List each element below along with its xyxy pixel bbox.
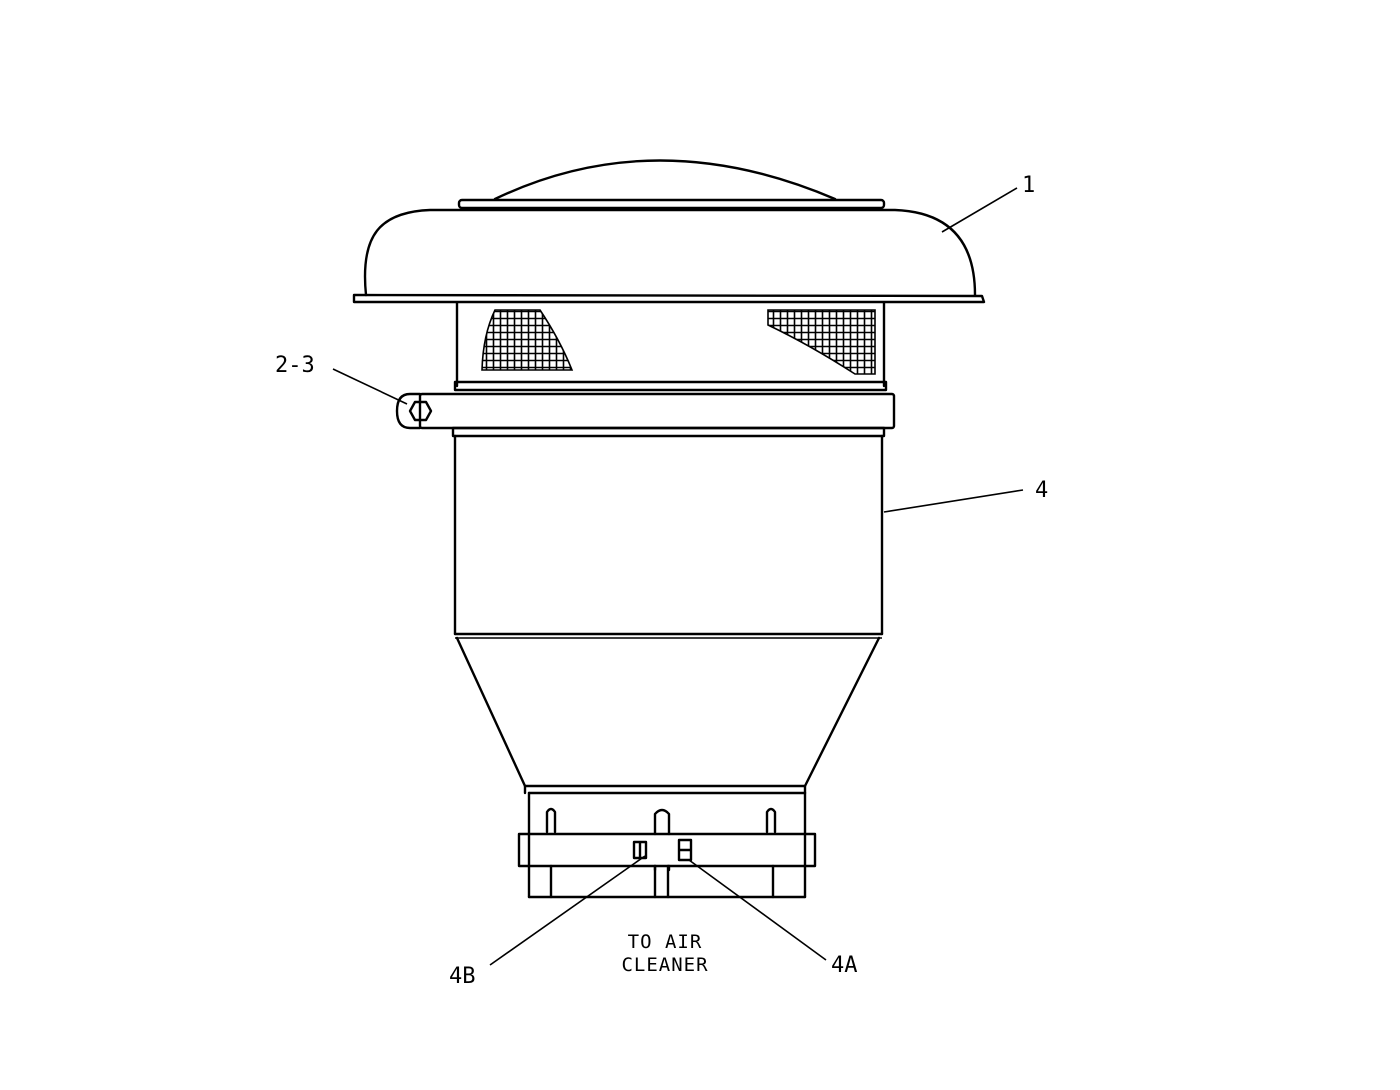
cap-lip: [352, 293, 986, 304]
hex-nut: [408, 400, 433, 422]
outlet-slot-left: [545, 807, 557, 834]
callout-2-3: 2-3: [275, 353, 315, 378]
outlet-slot-right: [765, 807, 777, 834]
clamp-ear: [395, 392, 422, 430]
note-line-1: TO AIR: [628, 931, 703, 953]
screen-mesh-right: [767, 309, 876, 375]
clamp-band: [418, 392, 896, 430]
callout-4a: 4A: [831, 953, 858, 978]
leader-2-3: [332, 368, 408, 405]
screen-section: [453, 301, 888, 392]
upper-clamp: [395, 392, 896, 438]
lower-clamp-band: [517, 832, 817, 868]
callout-4b: 4B: [449, 964, 476, 989]
callout-1: 1: [1022, 173, 1035, 198]
cap-hood: [363, 208, 977, 297]
clamp-lug: [653, 808, 671, 872]
body-cone: [455, 636, 881, 788]
note-line-2: CLEANER: [621, 954, 708, 976]
cap-dome: [493, 159, 837, 201]
precleaner-body: [453, 434, 884, 795]
leader-4b: [489, 855, 646, 966]
leader-4a: [688, 859, 827, 961]
callout-4: 4: [1035, 478, 1048, 503]
cap-rim: [457, 198, 886, 210]
screen-mesh-left: [481, 309, 574, 371]
leader-lines: [332, 187, 1024, 966]
cap-assembly: [352, 159, 986, 304]
leader-4: [883, 489, 1024, 513]
bolt-4b: [632, 840, 648, 860]
outlet-assembly: [517, 791, 817, 899]
leader-1: [941, 187, 1018, 233]
nut-4a: [677, 838, 693, 862]
